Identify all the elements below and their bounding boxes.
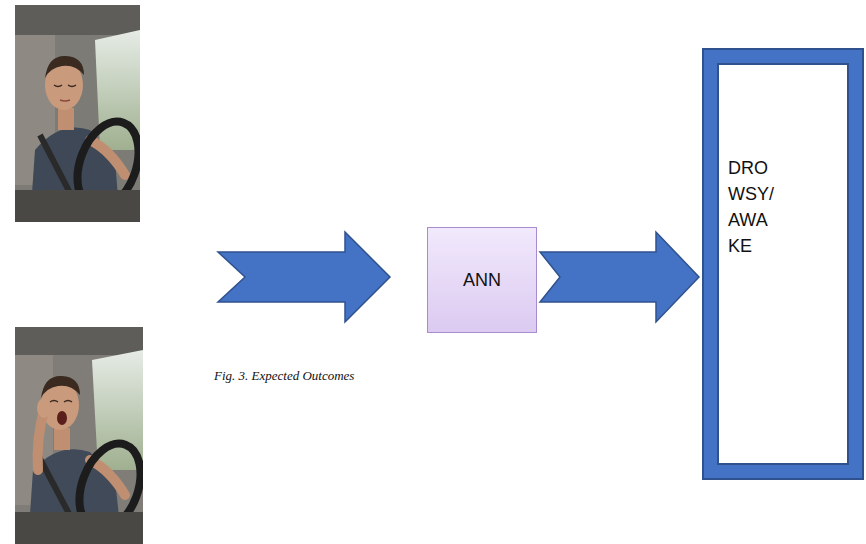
network-box: ANN [427,227,537,333]
network-label: ANN [463,267,501,293]
block-arrow [540,232,699,322]
output-box: DRO WSY/ AWA KE [702,48,864,480]
yawning-driver-photo [15,327,143,544]
output-inner-panel: DRO WSY/ AWA KE [717,63,849,465]
figure-caption: Fig. 3. Expected Outcomes [214,368,354,384]
output-label: DRO WSY/ AWA KE [728,155,786,259]
drowsy-driver-photo [15,5,140,222]
input-block-arrow [218,232,390,322]
